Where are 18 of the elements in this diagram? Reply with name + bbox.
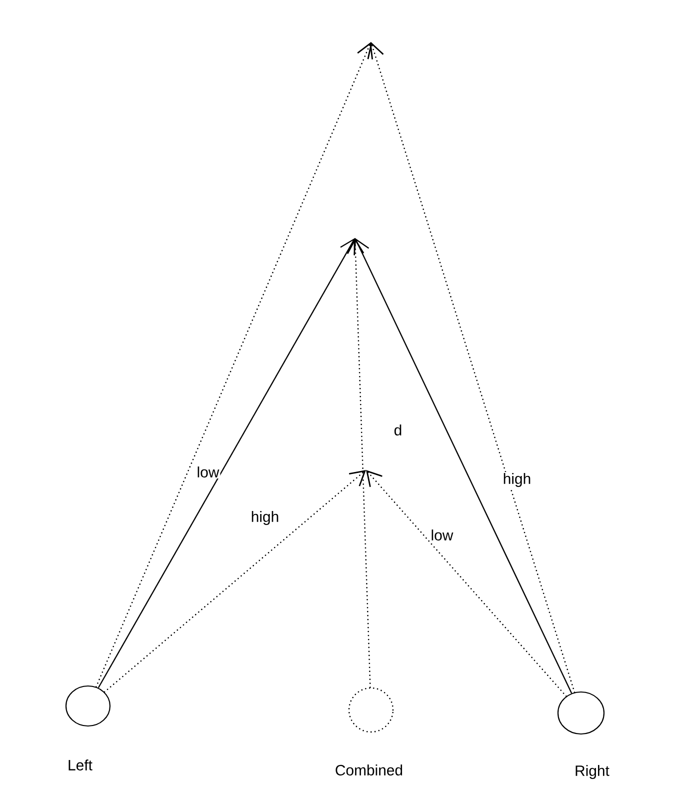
edge-label: high: [502, 472, 532, 488]
arrow: [346, 238, 371, 688]
edge-label: high: [250, 510, 280, 526]
edge-label: low: [430, 528, 454, 542]
arrow: [354, 238, 572, 694]
edge-label: d: [392, 424, 404, 436]
arrow: [367, 42, 576, 693]
node-label: Right: [576, 765, 610, 779]
arrow: [95, 42, 373, 688]
circle-node: Combined: [336, 687, 402, 776]
circle-node: Left: [65, 685, 111, 770]
node-label: Combined: [336, 764, 402, 776]
arrow: [98, 238, 355, 688]
circle-node: Right: [557, 691, 610, 779]
arrow: [104, 470, 366, 693]
arrow: [366, 470, 567, 697]
edge-label: low: [196, 466, 220, 478]
node-label: Left: [68, 760, 92, 770]
